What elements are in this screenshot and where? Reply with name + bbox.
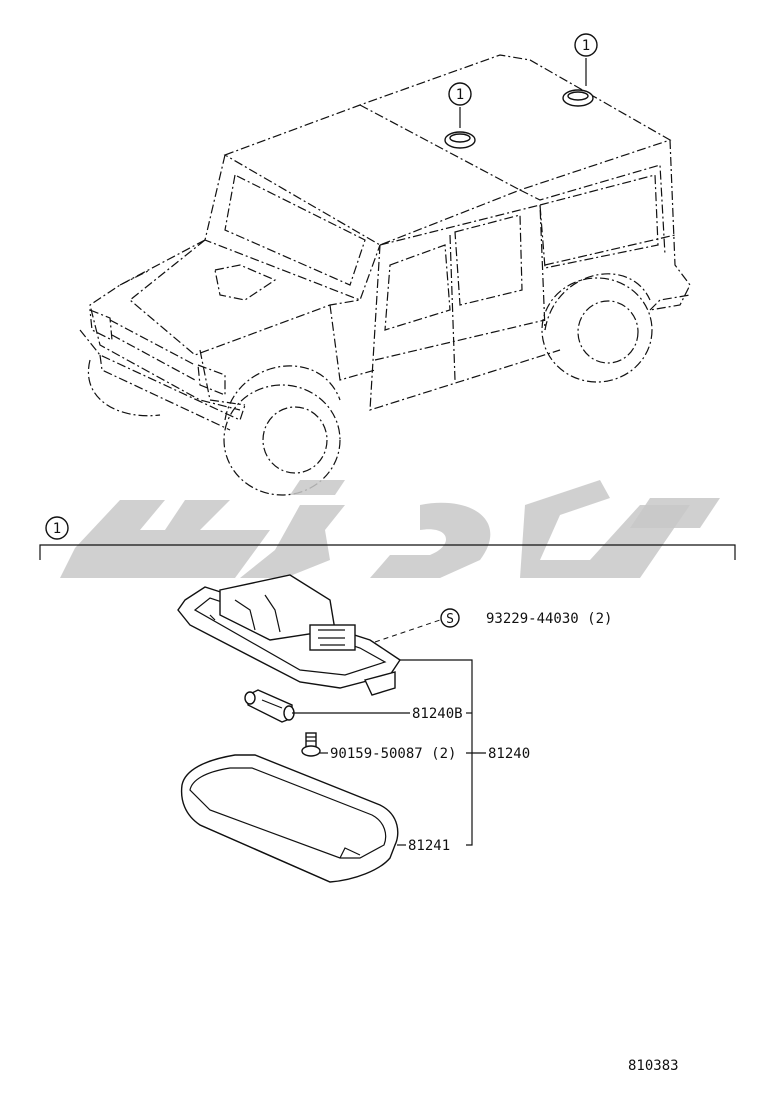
lamp-housing: [177, 574, 401, 696]
vehicle-outline: [79, 54, 691, 496]
fastener-s-label: S: [446, 612, 454, 627]
label-screw-s: 93229-44030 (2): [486, 611, 612, 627]
watermark-logo: [60, 480, 720, 578]
illustration-number: 810383: [628, 1058, 679, 1074]
detail-frame: 1: [39, 516, 736, 560]
callout-1-front-label: 1: [456, 87, 464, 103]
label-assembly: 81240: [488, 746, 530, 762]
label-lens: 81241: [408, 838, 450, 854]
clip-part: [301, 732, 321, 757]
bulb-part: [244, 689, 295, 723]
callout-1-rear: 1: [574, 33, 598, 57]
callout-1-rear-label: 1: [582, 38, 590, 54]
label-bulb: 81240B: [412, 706, 463, 722]
callout-1-front: 1: [448, 82, 472, 106]
lens-part: [180, 754, 399, 883]
roof-lamp-front: [444, 107, 476, 149]
detail-callout-label: 1: [53, 521, 61, 537]
fastener-s-marker: S: [440, 608, 460, 628]
leader-lines: [292, 619, 486, 846]
label-clip: 90159-50087 (2): [330, 746, 456, 762]
roof-lamp-rear: [562, 58, 594, 107]
